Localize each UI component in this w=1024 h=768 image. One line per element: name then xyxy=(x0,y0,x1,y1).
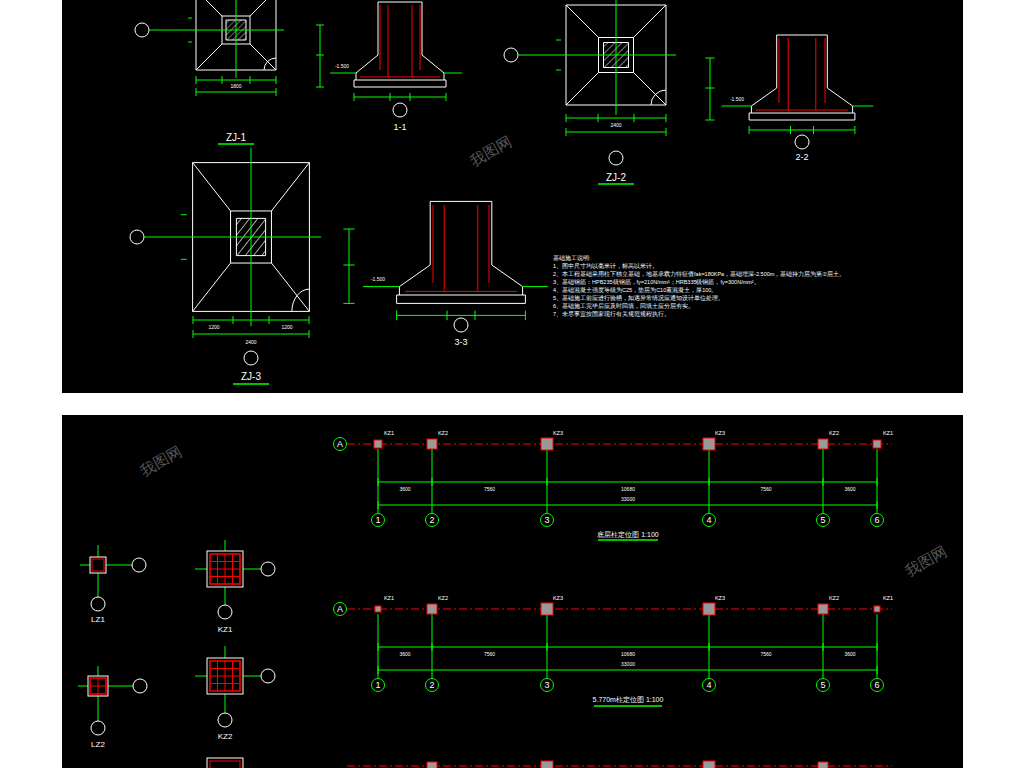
axis-number: 6 xyxy=(874,681,879,690)
note-line: 2、本工程基础采用柱下独立基础，地基承载力特征值fak=180KPa，基础埋深-… xyxy=(553,272,845,278)
dimension: 1200 xyxy=(281,325,292,330)
column-tag: KZ3 xyxy=(715,431,725,437)
axis-bubble: A xyxy=(333,437,347,451)
axis-bubble: 2 xyxy=(425,678,439,692)
dimension: 7560 xyxy=(484,487,495,492)
dimension: 3600 xyxy=(844,487,855,492)
notes-heading: 基础施工说明: xyxy=(553,255,591,261)
dimension: 33000 xyxy=(621,497,635,502)
top-panel xyxy=(62,0,963,393)
column-section-title: LZ2 xyxy=(91,741,105,749)
column-tag: KZ1 xyxy=(384,431,394,437)
column-tag: KZ3 xyxy=(715,596,725,602)
column-tag: KZ2 xyxy=(438,431,448,437)
axis-bubble: 6 xyxy=(870,678,884,692)
section-title: 2-2 xyxy=(795,153,808,162)
axis-number: A xyxy=(337,440,343,449)
dimension: 10680 xyxy=(621,487,635,492)
column-tag: KZ2 xyxy=(438,596,448,602)
note-line: 6、基础施工完毕后应及时回填，回填土应分层夯实。 xyxy=(553,304,694,310)
axis-bubble: 1 xyxy=(371,513,385,527)
axis-bubble: 3 xyxy=(540,513,554,527)
axis-bubble: 1 xyxy=(371,678,385,692)
dimension: 3600 xyxy=(399,487,410,492)
axis-number: 2 xyxy=(429,516,434,525)
footing-plan-zj1 xyxy=(135,0,284,144)
dimension: 7560 xyxy=(760,487,771,492)
axis-number: 3 xyxy=(544,516,549,525)
drawing-title: ZJ-3 xyxy=(241,372,261,382)
axis-number: 3 xyxy=(544,681,549,690)
drawing-title: ZJ-1 xyxy=(226,133,246,143)
axis-number: 5 xyxy=(820,516,825,525)
dimension: 3600 xyxy=(399,652,410,657)
note-line: 5、基础施工前应进行验槽，如遇异常情况应通知设计单位处理。 xyxy=(553,296,724,302)
column-section-title: KZ1 xyxy=(218,626,233,634)
axis-number: 2 xyxy=(429,681,434,690)
elevation: -1.500 xyxy=(371,277,385,282)
section-title: 1-1 xyxy=(393,123,406,132)
axis-bubble: 4 xyxy=(702,678,716,692)
axis-number: 1 xyxy=(375,681,380,690)
column-tag: KZ3 xyxy=(553,596,563,602)
axis-bubble: 2 xyxy=(425,513,439,527)
column-tag: KZ2 xyxy=(829,431,839,437)
dimension: 1200 xyxy=(208,325,219,330)
column-plan-ground xyxy=(347,438,892,540)
column-tag: KZ3 xyxy=(553,431,563,437)
elevation: -1.500 xyxy=(730,97,744,102)
bottom-panel xyxy=(62,415,963,768)
footing-section-1 xyxy=(316,2,462,117)
axis-number: 4 xyxy=(706,516,711,525)
axis-number: 1 xyxy=(375,516,380,525)
footing-section-3 xyxy=(343,201,547,332)
note-line: 1、图中尺寸均以毫米计，标高以米计。 xyxy=(553,264,658,270)
axis-bubble: 3 xyxy=(540,678,554,692)
axis-bubble: 4 xyxy=(702,513,716,527)
note-line: 4、基础混凝土强度等级为C25，垫层为C10素混凝土，厚100。 xyxy=(553,288,717,294)
column-tag: KZ1 xyxy=(883,596,893,602)
column-plan-5770 xyxy=(347,603,892,706)
dimension: 10680 xyxy=(621,652,635,657)
dimension: 1800 xyxy=(230,84,241,89)
column-section-title: LZ1 xyxy=(91,616,105,624)
section-title: 3-3 xyxy=(454,338,467,347)
axis-bubble: A xyxy=(333,602,347,616)
note-line: 3、基础钢筋：HPB235级钢筋，fy=210N/mm²；HRB335级钢筋，f… xyxy=(553,280,760,286)
footing-plan-zj2 xyxy=(504,0,676,184)
axis-number: 4 xyxy=(706,681,711,690)
column-section-details xyxy=(78,540,275,768)
footing-plan-zj3 xyxy=(130,148,321,384)
plan-title: 底层柱定位图 1:100 xyxy=(597,531,658,538)
plan-title: 5.770m柱定位图 1:100 xyxy=(593,696,664,703)
footing-section-2 xyxy=(705,35,873,149)
elevation: -1.500 xyxy=(335,64,349,69)
dimension: 7560 xyxy=(760,652,771,657)
dimension: 2400 xyxy=(610,123,621,128)
axis-number: 5 xyxy=(820,681,825,690)
column-tag: KZ2 xyxy=(829,596,839,602)
axis-bubble: 5 xyxy=(816,678,830,692)
column-section-title: KZ2 xyxy=(218,733,233,741)
axis-bubble: 6 xyxy=(870,513,884,527)
dimension: 33000 xyxy=(621,662,635,667)
dimension: 3600 xyxy=(844,652,855,657)
axis-number: A xyxy=(337,605,343,614)
column-tag: KZ1 xyxy=(883,431,893,437)
dimension: 7560 xyxy=(484,652,495,657)
axis-bubble: 5 xyxy=(816,513,830,527)
axis-number: 6 xyxy=(874,516,879,525)
dimension: 2400 xyxy=(245,340,256,345)
column-tag: KZ1 xyxy=(384,596,394,602)
note-line: 7、未尽事宜按国家现行有关规范规程执行。 xyxy=(553,312,670,318)
drawing-title: ZJ-2 xyxy=(606,173,626,183)
column-plan-partial xyxy=(347,761,892,768)
